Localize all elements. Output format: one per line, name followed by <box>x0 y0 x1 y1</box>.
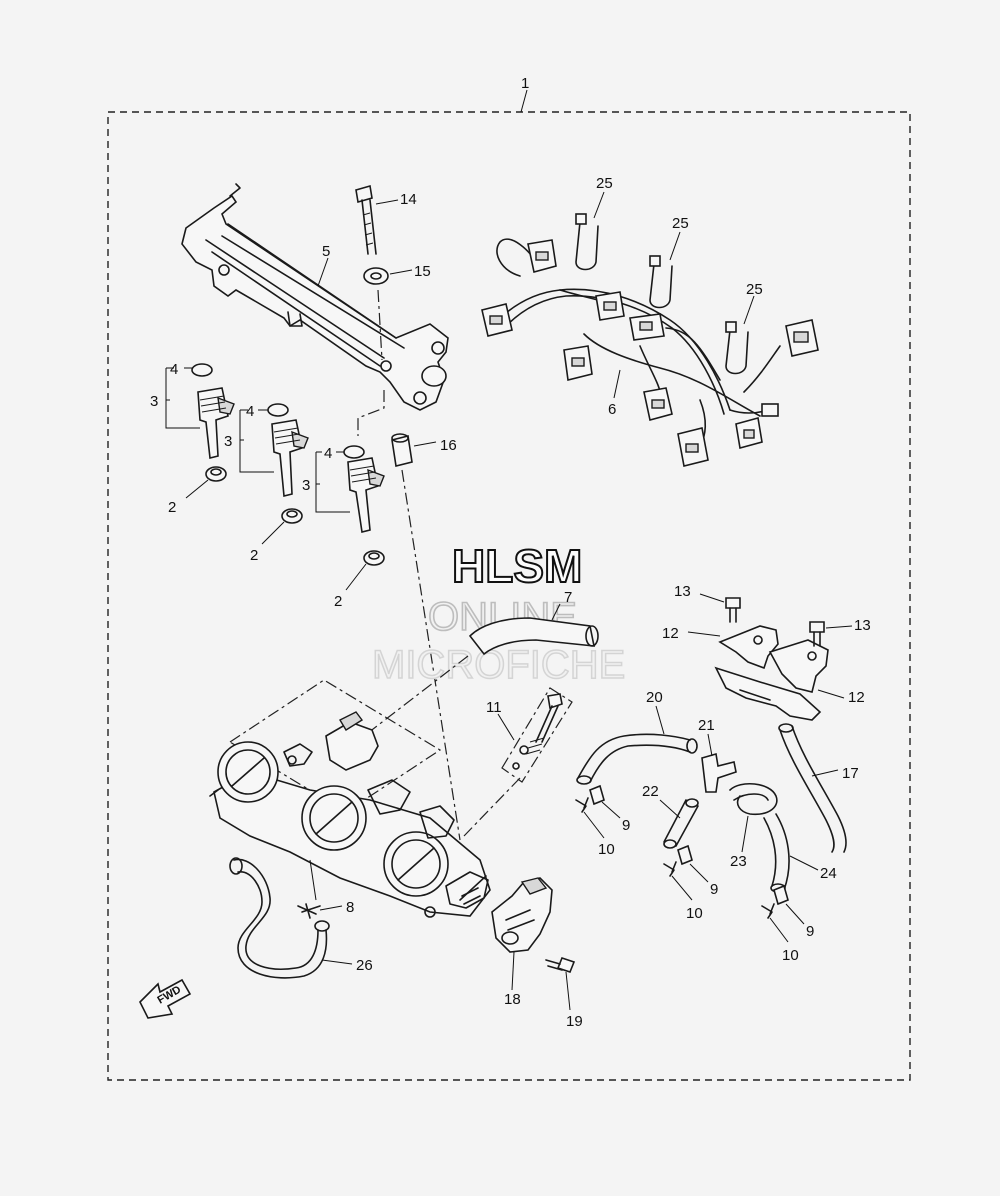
callout-10b[interactable]: 10 <box>686 905 703 922</box>
assembly-boundary <box>107 111 911 1081</box>
harness-connector[interactable] <box>643 387 673 421</box>
callout-9c[interactable]: 9 <box>806 923 814 940</box>
hose-clip[interactable] <box>575 797 589 813</box>
callout-24[interactable]: 24 <box>820 865 837 882</box>
breather-hose[interactable] <box>229 857 330 979</box>
bracket-bolt[interactable] <box>725 597 741 623</box>
callout-15[interactable]: 15 <box>414 263 431 280</box>
callout-26[interactable]: 26 <box>356 957 373 974</box>
callout-21[interactable]: 21 <box>698 717 715 734</box>
bolt[interactable] <box>355 184 377 255</box>
watermark-line-1: HLSM <box>452 540 582 592</box>
seal[interactable] <box>281 508 303 524</box>
callout-25c[interactable]: 25 <box>746 281 763 298</box>
vacuum-cap[interactable] <box>773 884 789 906</box>
callout-13a[interactable]: 13 <box>674 583 691 600</box>
callout-6[interactable]: 6 <box>608 401 616 418</box>
callout-9a[interactable]: 9 <box>622 817 630 834</box>
callout-5[interactable]: 5 <box>322 243 330 260</box>
callout-10c[interactable]: 10 <box>782 947 799 964</box>
harness-connector[interactable] <box>677 427 709 467</box>
callout-2a[interactable]: 2 <box>168 499 176 516</box>
seal[interactable] <box>205 466 227 482</box>
callout-19[interactable]: 19 <box>566 1013 583 1030</box>
seal[interactable] <box>363 550 385 566</box>
sensor-bracket[interactable] <box>714 625 829 721</box>
callout-13b[interactable]: 13 <box>854 617 871 634</box>
vacuum-hose[interactable] <box>729 783 778 816</box>
hose-joint[interactable] <box>701 752 737 793</box>
callout-12a[interactable]: 12 <box>662 625 679 642</box>
o-ring[interactable] <box>343 445 365 459</box>
callout-3a[interactable]: 3 <box>150 393 158 410</box>
injector[interactable] <box>271 419 309 498</box>
harness-connector[interactable] <box>629 313 665 341</box>
bracket-bolt[interactable] <box>809 621 825 647</box>
callout-9b[interactable]: 9 <box>710 881 718 898</box>
harness-connector[interactable] <box>595 291 625 321</box>
o-ring[interactable] <box>267 403 289 417</box>
hose[interactable] <box>468 617 599 656</box>
callout-12b[interactable]: 12 <box>848 689 865 706</box>
harness-connector[interactable] <box>563 345 593 381</box>
wire-harness[interactable] <box>496 238 781 447</box>
vacuum-hose[interactable] <box>763 813 790 893</box>
harness-connector[interactable] <box>785 319 819 357</box>
callout-25b[interactable]: 25 <box>672 215 689 232</box>
vacuum-cap[interactable] <box>677 844 693 866</box>
callout-16[interactable]: 16 <box>440 437 457 454</box>
callout-22[interactable]: 22 <box>642 783 659 800</box>
hose-clamp[interactable] <box>297 903 321 919</box>
hose-clip[interactable] <box>761 903 775 919</box>
washer[interactable] <box>363 267 389 285</box>
watermark-line-3: MICROFICHE <box>372 643 625 687</box>
hose-clip[interactable] <box>663 861 677 877</box>
callout-4a[interactable]: 4 <box>170 361 178 378</box>
harness-connector[interactable] <box>761 403 779 417</box>
wire-clip[interactable] <box>575 213 599 271</box>
injector[interactable] <box>347 457 385 533</box>
fuel-rail[interactable] <box>181 183 449 411</box>
harness-connector[interactable] <box>481 303 513 337</box>
vacuum-hose[interactable] <box>663 798 699 849</box>
callout-14[interactable]: 14 <box>400 191 417 208</box>
wire-clip[interactable] <box>649 255 673 309</box>
vacuum-hose[interactable] <box>576 733 698 785</box>
callout-18[interactable]: 18 <box>504 991 521 1008</box>
callout-4c[interactable]: 4 <box>324 445 332 462</box>
throttle-position-sensor[interactable] <box>491 877 553 953</box>
callout-20[interactable]: 20 <box>646 689 663 706</box>
callout-3b[interactable]: 3 <box>224 433 232 450</box>
vacuum-cap[interactable] <box>589 784 605 806</box>
injector[interactable] <box>197 387 235 459</box>
callout-8[interactable]: 8 <box>346 899 354 916</box>
callout-7[interactable]: 7 <box>564 589 572 606</box>
sensor-screw[interactable] <box>545 957 576 973</box>
wire-clip[interactable] <box>725 321 749 375</box>
callout-17[interactable]: 17 <box>842 765 859 782</box>
o-ring[interactable] <box>191 363 213 377</box>
callout-2c[interactable]: 2 <box>334 593 342 610</box>
callout-3c[interactable]: 3 <box>302 477 310 494</box>
callout-10a[interactable]: 10 <box>598 841 615 858</box>
collar[interactable] <box>391 433 413 467</box>
harness-connector[interactable] <box>527 239 557 273</box>
callout-4b[interactable]: 4 <box>246 403 254 420</box>
callout-2b[interactable]: 2 <box>250 547 258 564</box>
callout-11[interactable]: 11 <box>486 699 502 716</box>
fwd-arrow-icon: FWD <box>139 978 192 1019</box>
harness-connector[interactable] <box>735 416 763 450</box>
vacuum-hose[interactable] <box>778 723 847 853</box>
throttle-stop-screw[interactable] <box>512 693 563 770</box>
callout-1[interactable]: 1 <box>521 75 529 92</box>
throttle-body[interactable] <box>209 711 491 918</box>
callout-23[interactable]: 23 <box>730 853 747 870</box>
callout-25a[interactable]: 25 <box>596 175 613 192</box>
